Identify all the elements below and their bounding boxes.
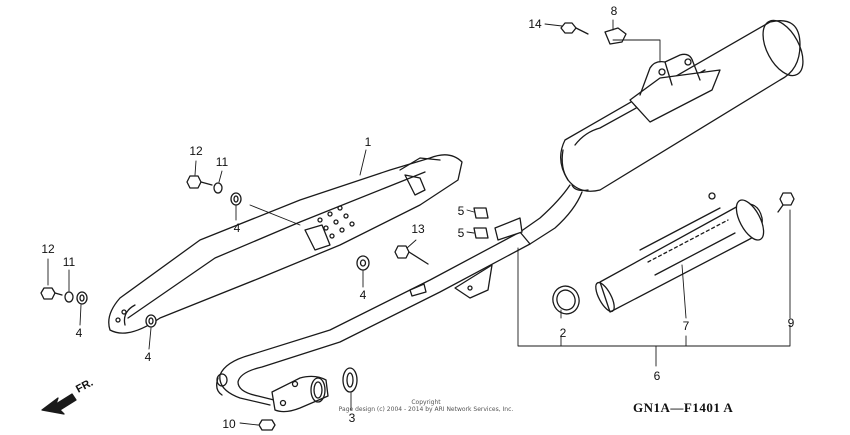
callout-12[interactable]: 12: [41, 242, 55, 256]
muffler-bracket: [629, 53, 721, 123]
copyright-line-2: Page design (c) 2004 - 2014 by ARI Netwo…: [338, 406, 514, 413]
callout-5[interactable]: 5: [457, 204, 465, 218]
callout-7[interactable]: 7: [682, 319, 690, 333]
callout-4[interactable]: 4: [144, 350, 152, 364]
exhaust-gasket: [342, 367, 358, 393]
callout-2[interactable]: 2: [559, 326, 567, 340]
front-direction-arrow-icon: [41, 393, 77, 415]
diagram-code: GN1A—F1401 A: [633, 400, 734, 415]
callout-10[interactable]: 10: [222, 417, 236, 431]
callout-8[interactable]: 8: [610, 4, 618, 18]
callout-1[interactable]: 1: [364, 135, 372, 149]
exhaust-pipe: [216, 184, 583, 406]
callout-6[interactable]: 6: [653, 369, 661, 383]
callout-3[interactable]: 3: [348, 411, 356, 425]
leader-lines: [47, 19, 791, 426]
callout-13[interactable]: 13: [411, 222, 425, 236]
copyright-notice: Copyright Page design (c) 2004 - 2014 by…: [336, 399, 516, 413]
tailpipe-gasket: [552, 285, 580, 315]
callout-11[interactable]: 11: [62, 255, 76, 269]
copyright-line-1: Copyright: [411, 399, 441, 406]
callout-4[interactable]: 4: [359, 288, 367, 302]
callout-12[interactable]: 12: [189, 144, 203, 158]
pipe-flange: [271, 375, 329, 413]
fasteners: [40, 22, 795, 431]
spark-arrestor: [595, 192, 765, 313]
heat-protector: [108, 154, 463, 334]
callout-4[interactable]: 4: [75, 326, 83, 340]
callout-11[interactable]: 11: [215, 155, 229, 169]
callout-5[interactable]: 5: [457, 226, 465, 240]
callout-4[interactable]: 4: [233, 221, 241, 235]
callout-9[interactable]: 9: [787, 316, 795, 330]
callout-14[interactable]: 14: [528, 17, 542, 31]
